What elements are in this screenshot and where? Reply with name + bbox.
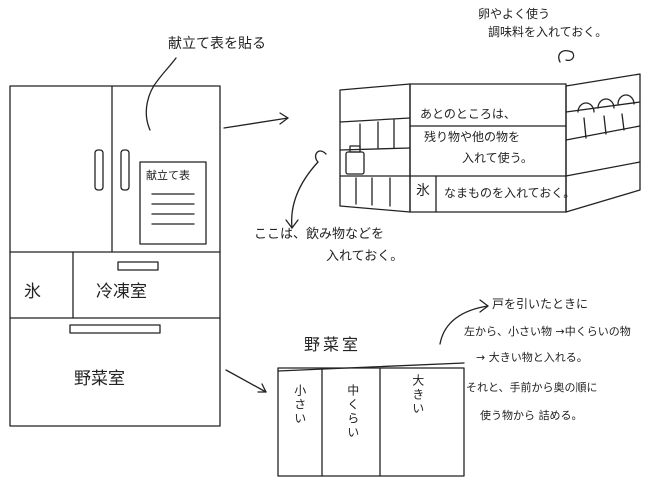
vegetable-handle bbox=[69, 324, 161, 334]
raw-food-note: なまものを入れておく。 bbox=[444, 186, 576, 200]
drinks-note-line1: ここは、飲み物などを bbox=[254, 227, 385, 242]
fridge-closed bbox=[9, 57, 221, 427]
drawer-column-medium: 中くらい bbox=[345, 384, 360, 440]
note-arrow-menu bbox=[145, 57, 177, 131]
door-note-line1: 卵やよく使う bbox=[478, 7, 551, 21]
menu-note-text: 献立て表を貼る bbox=[168, 36, 266, 52]
note-arrow-drawer bbox=[439, 305, 489, 345]
drawer-column-large: 大きい bbox=[410, 374, 425, 416]
menu-sheet bbox=[139, 161, 207, 245]
vegetable-drawer-title: 野菜室 bbox=[304, 335, 362, 354]
right-door-handle bbox=[120, 149, 130, 191]
freezer-handle bbox=[117, 261, 159, 271]
open-ice-label: 氷 bbox=[416, 183, 430, 199]
drawer-note-line2: 左から、小さい物 →中くらいの物 bbox=[464, 325, 631, 338]
drawer-note-line5: 使う物から 詰める。 bbox=[480, 409, 583, 422]
egg-icon bbox=[577, 102, 595, 113]
center-note-line2: 残り物や他の物を bbox=[424, 130, 521, 144]
freezer-label: 冷凍室 bbox=[96, 282, 147, 302]
drawer-column-small: 小さい bbox=[292, 384, 307, 426]
fridge-open bbox=[339, 73, 641, 213]
center-note-line3: 入れて使う。 bbox=[462, 151, 533, 165]
ice-compartment-label: 氷 bbox=[24, 282, 41, 302]
vegetable-drawer-diagram bbox=[277, 362, 465, 477]
left-door-handle bbox=[94, 149, 104, 191]
drawer-note-line4: それと、手前から奥の順に bbox=[466, 381, 598, 394]
arrow-to-vegetable-drawer bbox=[225, 369, 267, 393]
drinks-note-line2: 入れておく。 bbox=[326, 249, 404, 264]
drawer-note-line3: → 大きい物と入れる。 bbox=[476, 351, 588, 364]
menu-sheet-title: 献立て表 bbox=[146, 169, 190, 182]
bottle-icon bbox=[345, 151, 365, 175]
center-note-line1: あとのところは、 bbox=[420, 107, 516, 121]
note-arrow-eggs bbox=[558, 50, 575, 63]
arrow-to-open-fridge bbox=[223, 117, 289, 129]
drawer-note-line1: 戸を引いたときに bbox=[492, 297, 589, 311]
door-note-line2: 調味料を入れておく。 bbox=[488, 25, 608, 39]
vegetable-compartment-label: 野菜室 bbox=[74, 369, 125, 389]
arrow-drinks-note bbox=[290, 150, 327, 229]
